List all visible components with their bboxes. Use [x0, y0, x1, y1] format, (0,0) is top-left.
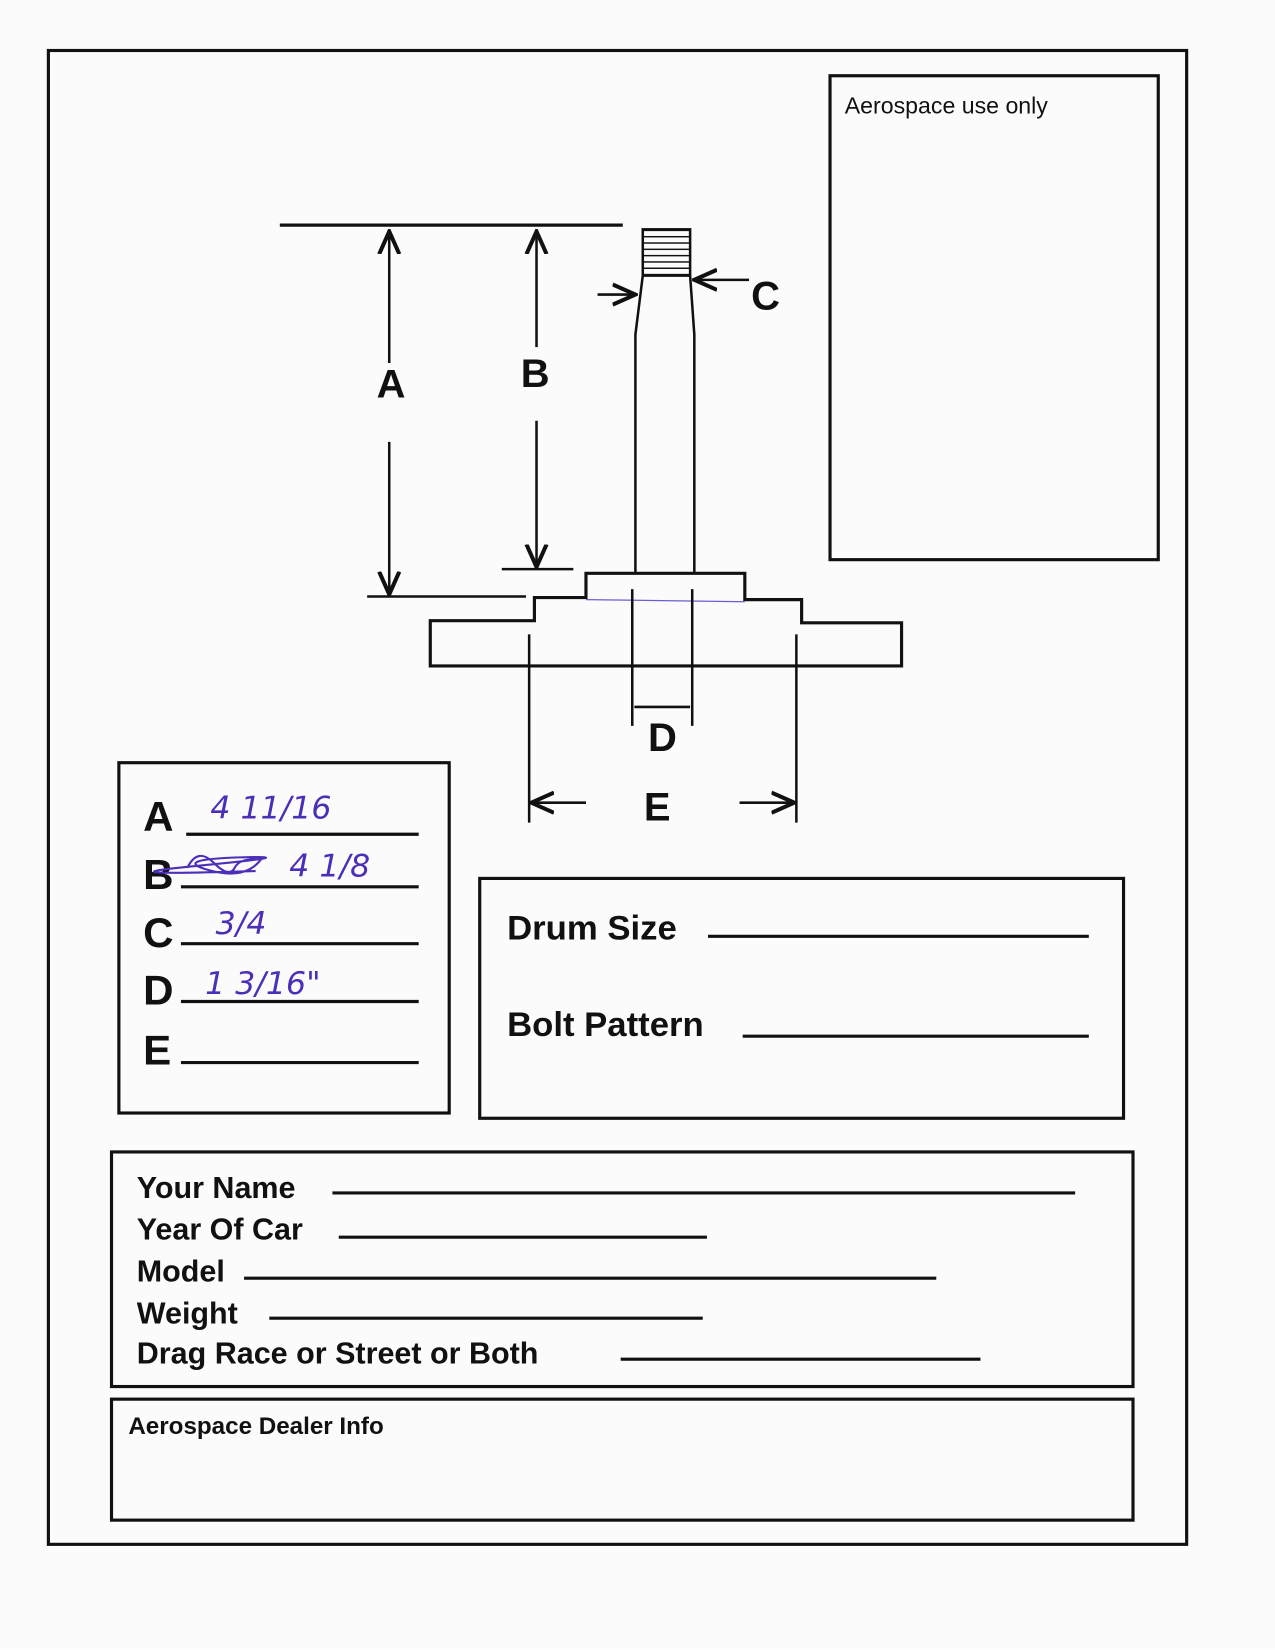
- measurement-row-b[interactable]: B 4 1/8: [143, 848, 419, 898]
- aerospace-use-box: [828, 74, 1160, 562]
- measurement-row-c[interactable]: C 3/4: [143, 906, 419, 956]
- weight-field[interactable]: Weight: [137, 1296, 703, 1330]
- axle-diagram: A B C D E: [279, 223, 904, 830]
- your-name-label: Your Name: [137, 1171, 296, 1205]
- dealer-info-box: [109, 1397, 1135, 1522]
- dimension-d-label: D: [648, 716, 677, 760]
- measurement-letter: B: [143, 851, 173, 898]
- year-of-car-label: Year Of Car: [137, 1212, 303, 1246]
- measurement-value: 1 3/16": [205, 966, 320, 1002]
- measurement-row-e[interactable]: E: [143, 1027, 419, 1074]
- measurement-value: 4 1/8: [289, 848, 370, 884]
- drum-size-label: Drum Size: [507, 909, 677, 947]
- dimension-c-label: C: [751, 274, 780, 318]
- model-field[interactable]: Model: [137, 1254, 937, 1288]
- measurement-letter: A: [143, 793, 173, 840]
- measurements-box: [117, 761, 451, 1115]
- your-name-field[interactable]: Your Name: [137, 1171, 1076, 1205]
- aerospace-use-label: Aerospace use only: [845, 93, 1049, 119]
- dimension-b-label: B: [521, 352, 550, 396]
- year-of-car-field[interactable]: Year Of Car: [137, 1212, 707, 1246]
- dimension-a-label: A: [377, 363, 406, 407]
- measurement-letter: D: [143, 967, 173, 1014]
- measurement-row-a[interactable]: A 4 11/16: [143, 790, 419, 840]
- bolt-pattern-field[interactable]: Bolt Pattern: [507, 1006, 1089, 1044]
- weight-label: Weight: [137, 1296, 238, 1330]
- measurement-value: 3/4: [216, 906, 267, 942]
- customer-info-box: [109, 1150, 1135, 1389]
- dimension-e-label: E: [644, 786, 671, 830]
- usage-label: Drag Race or Street or Both: [137, 1336, 539, 1370]
- measurement-letter: E: [143, 1027, 171, 1074]
- usage-field[interactable]: Drag Race or Street or Both: [137, 1336, 981, 1370]
- outer-border: [46, 48, 1189, 1546]
- scribble-mark: [152, 854, 267, 875]
- measurement-row-d[interactable]: D 1 3/16": [143, 966, 419, 1014]
- drum-bolt-box: [478, 876, 1126, 1120]
- measurement-letter: C: [143, 909, 173, 956]
- bolt-pattern-label: Bolt Pattern: [507, 1006, 704, 1044]
- measurement-value: 4 11/16: [210, 790, 331, 826]
- dealer-info-label: Aerospace Dealer Info: [128, 1413, 383, 1440]
- model-label: Model: [137, 1254, 225, 1288]
- drum-size-field[interactable]: Drum Size: [507, 909, 1089, 947]
